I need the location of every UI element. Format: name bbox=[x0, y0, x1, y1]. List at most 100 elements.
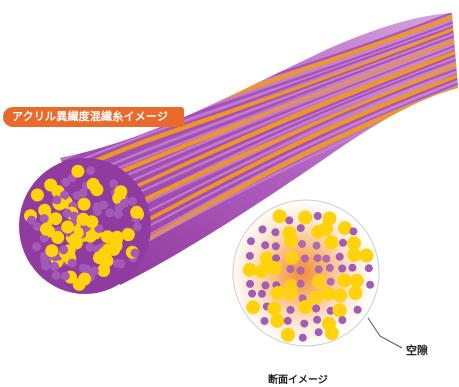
thick-fiber-dot bbox=[243, 263, 257, 277]
thin-fiber-dot bbox=[354, 306, 362, 314]
thin-fiber-dot bbox=[312, 305, 320, 313]
thin-fiber-dot bbox=[113, 259, 122, 268]
thick-fiber-dot bbox=[271, 286, 285, 300]
thin-fiber-dot bbox=[298, 240, 306, 248]
thin-fiber-dot bbox=[128, 197, 137, 206]
thick-fiber-dot bbox=[246, 300, 260, 314]
thick-fiber-dot bbox=[267, 261, 281, 275]
thin-fiber-dot bbox=[61, 272, 70, 281]
thick-fiber-dot bbox=[270, 314, 284, 328]
thick-fiber-dot bbox=[267, 302, 281, 316]
thin-fiber-dot bbox=[284, 317, 292, 325]
thick-fiber-dot bbox=[299, 300, 313, 314]
thin-fiber-dot bbox=[133, 223, 142, 232]
thick-fiber-dot bbox=[255, 264, 269, 278]
thin-fiber-dot bbox=[68, 259, 77, 268]
thin-fiber-dot bbox=[40, 214, 49, 223]
thin-fiber-dot bbox=[52, 271, 61, 280]
thick-fiber-dot bbox=[70, 236, 83, 249]
thin-fiber-dot bbox=[348, 264, 356, 272]
thin-fiber-dot bbox=[287, 306, 295, 314]
thick-fiber-dot bbox=[90, 183, 103, 196]
thin-fiber-dot bbox=[27, 216, 36, 225]
thin-fiber-dot bbox=[272, 242, 280, 250]
thick-fiber-dot bbox=[319, 222, 333, 236]
thin-fiber-dot bbox=[299, 334, 307, 342]
thin-fiber-dot bbox=[105, 208, 114, 217]
thick-fiber-dot bbox=[31, 189, 44, 202]
thin-fiber-dot bbox=[63, 209, 72, 218]
thick-fiber-dot bbox=[284, 234, 298, 248]
thin-fiber-dot bbox=[366, 281, 374, 289]
thin-fiber-dot bbox=[261, 317, 269, 325]
thick-fiber-dot bbox=[284, 287, 298, 301]
thick-fiber-dot bbox=[77, 213, 90, 226]
thin-fiber-dot bbox=[313, 316, 321, 324]
thin-fiber-dot bbox=[301, 255, 309, 263]
thin-fiber-dot bbox=[297, 280, 305, 288]
thin-fiber-dot bbox=[259, 225, 267, 233]
thick-fiber-dot bbox=[338, 274, 352, 288]
thin-fiber-dot bbox=[326, 264, 334, 272]
thin-fiber-dot bbox=[248, 290, 256, 298]
thin-fiber-dot bbox=[285, 216, 293, 224]
thick-fiber-dot bbox=[130, 206, 143, 219]
thick-fiber-dot bbox=[122, 228, 135, 241]
thin-fiber-dot bbox=[59, 245, 68, 254]
thin-fiber-dot bbox=[247, 237, 255, 245]
thin-fiber-dot bbox=[86, 166, 95, 175]
thin-fiber-dot bbox=[261, 241, 269, 249]
thin-fiber-dot bbox=[300, 320, 308, 328]
gap-label: 空隙 bbox=[406, 342, 428, 358]
thin-fiber-dot bbox=[314, 212, 322, 220]
thick-fiber-dot bbox=[111, 231, 124, 244]
thin-fiber-dot bbox=[338, 316, 346, 324]
thin-fiber-dot bbox=[287, 265, 295, 273]
gap-leader-line bbox=[368, 318, 402, 348]
thin-fiber-dot bbox=[131, 249, 140, 258]
thin-fiber-dot bbox=[339, 239, 347, 247]
thin-fiber-dot bbox=[41, 262, 50, 271]
thin-fiber-dot bbox=[297, 224, 305, 232]
thin-fiber-dot bbox=[322, 255, 330, 263]
thick-fiber-dot bbox=[273, 209, 287, 223]
thin-fiber-dot bbox=[93, 207, 102, 216]
thick-fiber-dot bbox=[49, 212, 62, 225]
thin-fiber-dot bbox=[246, 280, 254, 288]
thin-fiber-dot bbox=[349, 227, 357, 235]
thick-fiber-dot bbox=[350, 274, 364, 288]
yarn-title-banner: アクリル異繊度混繊糸イメージ bbox=[3, 107, 184, 127]
thick-fiber-dot bbox=[360, 249, 374, 263]
cross-section-magnified bbox=[233, 200, 379, 346]
thick-fiber-dot bbox=[285, 250, 299, 264]
thick-fiber-dot bbox=[61, 221, 74, 234]
thin-fiber-dot bbox=[115, 203, 124, 212]
thin-fiber-dot bbox=[271, 228, 279, 236]
thin-fiber-dot bbox=[86, 243, 95, 252]
thin-fiber-dot bbox=[272, 254, 280, 262]
thin-fiber-dot bbox=[109, 179, 118, 188]
thin-fiber-dot bbox=[258, 290, 266, 298]
cross-section-label: 断面イメージ bbox=[268, 371, 328, 386]
thin-fiber-dot bbox=[262, 281, 270, 289]
thick-fiber-dot bbox=[281, 328, 295, 342]
thick-fiber-dot bbox=[312, 275, 326, 289]
thick-fiber-dot bbox=[324, 235, 338, 249]
thick-fiber-dot bbox=[78, 198, 91, 211]
thin-fiber-dot bbox=[79, 264, 88, 273]
thick-fiber-dot bbox=[78, 273, 91, 286]
thin-fiber-dot bbox=[73, 191, 82, 200]
thin-fiber-dot bbox=[32, 242, 41, 251]
thick-fiber-dot bbox=[71, 165, 84, 178]
thick-fiber-dot bbox=[45, 244, 58, 257]
thin-fiber-dot bbox=[338, 265, 346, 273]
thick-fiber-dot bbox=[325, 326, 339, 340]
thin-fiber-dot bbox=[297, 267, 305, 275]
thin-fiber-dot bbox=[314, 254, 322, 262]
thick-fiber-dot bbox=[347, 248, 361, 262]
rope-cut-end bbox=[19, 158, 151, 294]
thick-fiber-dot bbox=[349, 286, 363, 300]
thin-fiber-dot bbox=[52, 195, 61, 204]
thin-fiber-dot bbox=[365, 264, 373, 272]
